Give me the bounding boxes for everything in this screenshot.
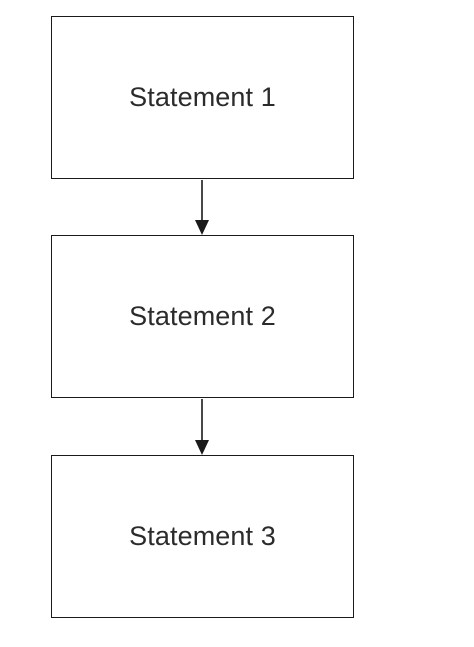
statement-1-label: Statement 1 xyxy=(129,82,276,112)
statement-2-box: Statement 2 xyxy=(51,235,354,398)
arrow-2-to-3 xyxy=(195,399,209,455)
statement-3-box: Statement 3 xyxy=(51,455,354,618)
statement-1-box: Statement 1 xyxy=(51,16,354,179)
arrow-2-to-3-head xyxy=(195,440,209,455)
arrow-1-to-2 xyxy=(195,180,209,235)
arrow-1-to-2-head xyxy=(195,220,209,235)
statement-3-label: Statement 3 xyxy=(129,521,276,551)
statement-2-label: Statement 2 xyxy=(129,301,276,331)
